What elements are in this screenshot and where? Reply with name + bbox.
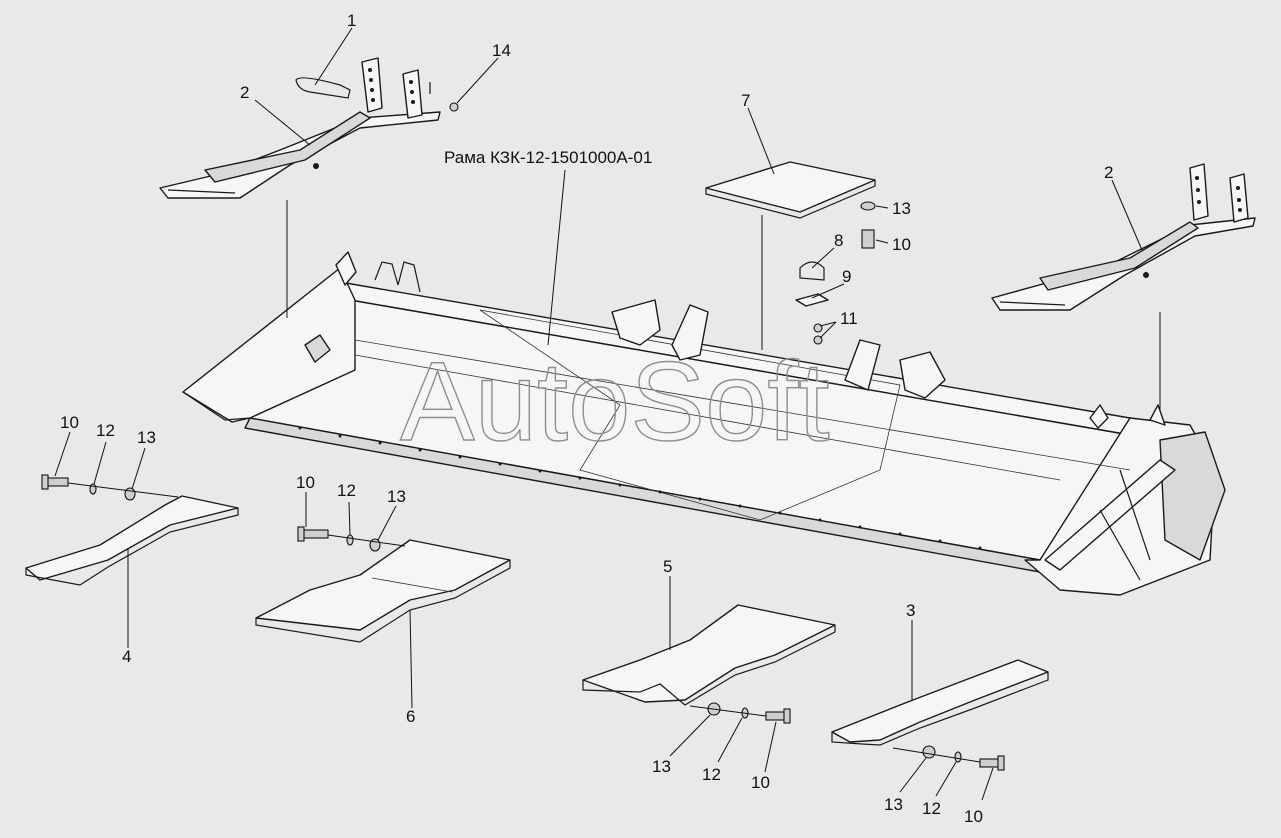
callout-10-left: 10	[60, 413, 79, 432]
callout-5: 5	[663, 557, 672, 576]
watermark: AutoSoft	[400, 339, 830, 464]
callout-9: 9	[842, 267, 851, 286]
callout-8: 8	[834, 231, 843, 250]
bolt-set-part3	[922, 745, 1005, 771]
callout-11: 11	[840, 309, 858, 328]
callout-10-mid: 10	[296, 473, 315, 492]
frame-label: Рама КЗК-12-1501000А-01	[444, 148, 652, 167]
callout-12-part3: 12	[922, 799, 941, 818]
part-6-shield	[255, 539, 511, 643]
callout-2-left: 2	[240, 83, 249, 102]
part-2-right-hitch-beam	[991, 163, 1256, 311]
part-4-shield	[25, 495, 239, 586]
bolt-set-part5	[707, 702, 791, 724]
callout-10-part3: 10	[964, 807, 983, 826]
part-2-left-hitch-beam	[159, 57, 441, 199]
callout-1: 1	[347, 11, 356, 30]
callout-3: 3	[906, 601, 915, 620]
callout-12-part5: 12	[702, 765, 721, 784]
bolt-set-center	[297, 526, 381, 552]
part-7-cover-plate	[705, 161, 876, 219]
callout-leaders	[54, 27, 1143, 801]
callout-10-center: 10	[892, 235, 911, 254]
callout-numbers: 1 14 2 7 2 13 8 10 9 11 10 12 13 10 12 1…	[60, 11, 1113, 826]
main-frame	[182, 251, 1226, 596]
callout-4: 4	[122, 647, 131, 666]
callout-14: 14	[492, 41, 511, 60]
callout-13-center: 13	[892, 199, 911, 218]
callout-10-part5: 10	[751, 773, 770, 792]
callout-13-mid: 13	[387, 487, 406, 506]
callout-6: 6	[406, 707, 415, 726]
callout-13-part5: 13	[652, 757, 671, 776]
part-1-pin	[295, 77, 351, 99]
part-5-shield	[582, 604, 836, 706]
assembly-lines	[67, 200, 1161, 763]
callout-13-part3: 13	[884, 795, 903, 814]
callout-12-left: 12	[96, 421, 115, 440]
bolt-set-left	[41, 474, 136, 501]
callout-13-left: 13	[137, 428, 156, 447]
callout-2-right: 2	[1104, 163, 1113, 182]
callout-7: 7	[741, 91, 750, 110]
part-3-shield	[831, 659, 1049, 746]
part-14-nut	[449, 102, 459, 112]
callout-12-mid: 12	[337, 481, 356, 500]
